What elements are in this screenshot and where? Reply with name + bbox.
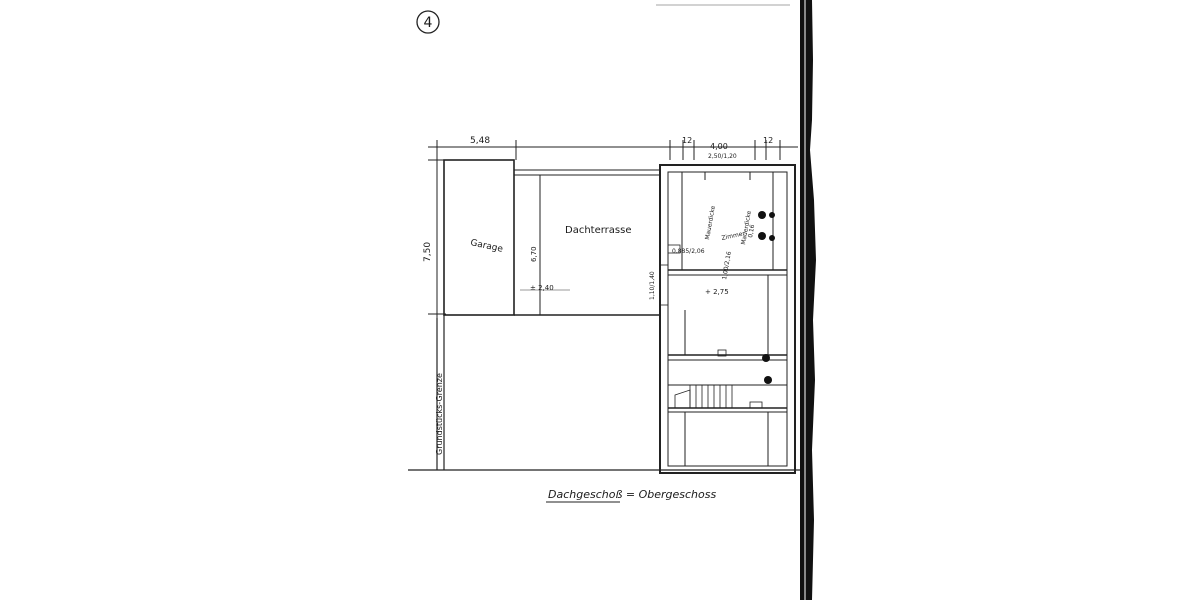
dim-top-room-width: 4,00 [710,142,728,151]
dim-terrace-depth: 6,70 [530,246,538,262]
dim-side-window: 1,10/1,40 [649,271,656,300]
dim-top-wall-right: 12 [763,136,773,145]
terrace-label: Dachterrasse [565,225,631,236]
page-number-badge: 4 [416,10,440,34]
left-dimension-line [428,155,446,318]
dim-top-left-width: 5,48 [470,136,490,146]
dim-top-wall-left: 12 [682,136,692,145]
building-outline [659,164,796,474]
room-label: Zimmer [721,230,746,242]
dim-room-window: 1,00/2,16 [721,251,733,281]
wall-label-left: Mauerdicke [704,205,717,240]
wall-value: 0,16 [747,224,756,239]
page-number: 4 [424,15,433,31]
property-lines [408,315,800,471]
roof-terrace: Dachterrasse 6,70 ± 2,40 [514,169,660,316]
dim-top-window: 2,50/1,20 [708,153,737,160]
dim-left-height: 7,50 [423,242,433,262]
garage: Garage [443,159,515,316]
garage-label: Garage [469,238,504,255]
staircase [674,384,733,409]
terrace-level: ± 2,40 [530,284,554,292]
scan-binding-edge [800,0,816,600]
plan-caption: Dachgeschoß = Obergeschoss [546,488,716,503]
radiator-symbols [758,211,775,384]
dim-door-size: 0,885/2,06 [672,248,705,255]
floor-level: + 2,75 [705,288,729,296]
caption-text: Dachgeschoß = Obergeschoss [548,488,716,501]
property-line-label: Grundstücks-Grenze [435,373,444,455]
